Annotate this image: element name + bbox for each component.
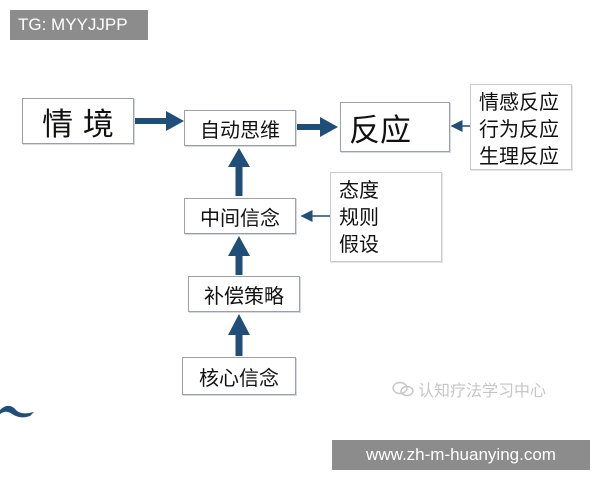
automatic-thought-label: 自动思维 (200, 117, 280, 142)
core-belief-label: 核心信念 (199, 365, 279, 390)
arrowhead-intermediate-to-thought (228, 148, 250, 167)
belief-part-assumption: 假设 (339, 232, 379, 256)
intermediate-belief-box: 中间信念 (184, 198, 296, 234)
reaction-label: 反应 (349, 112, 411, 149)
reaction-type-physiological: 生理反应 (479, 144, 559, 168)
wechat-icon (392, 381, 414, 397)
reaction-types-box: 情感反应 行为反应 生理反应 (470, 84, 572, 170)
belief-part-attitude: 态度 (339, 178, 379, 202)
corner-logo-icon (0, 405, 34, 418)
intermediate-belief-label: 中间信念 (200, 205, 280, 230)
compensatory-strategy-label: 补偿策略 (204, 283, 284, 308)
watermark-text: 认知疗法学习中心 (418, 381, 547, 400)
compensatory-strategy-box: 补偿策略 (188, 276, 300, 312)
automatic-thought-box: 自动思维 (184, 110, 296, 146)
tg-badge: TG: MYYJJPP (10, 10, 148, 40)
arrowhead-strategy-to-intermediate (228, 236, 250, 256)
url-badge: www.zh-m-huanying.com (332, 440, 590, 470)
watermark: 认知疗法学习中心 (392, 377, 546, 401)
situation-label: 情 境 (42, 106, 114, 143)
belief-parts-box: 态度 规则 假设 (330, 172, 442, 262)
reaction-type-emotional: 情感反应 (479, 90, 559, 114)
arrowhead-situation-to-thought (166, 111, 184, 131)
arrowhead-core-to-strategy (228, 314, 250, 335)
reaction-box: 反应 (340, 102, 450, 152)
reaction-type-behavioral: 行为反应 (479, 117, 559, 141)
arrowhead-thought-to-reaction (320, 117, 338, 137)
belief-part-rule: 规则 (339, 205, 379, 229)
situation-box: 情 境 (22, 98, 134, 144)
core-belief-box: 核心信念 (182, 357, 296, 395)
